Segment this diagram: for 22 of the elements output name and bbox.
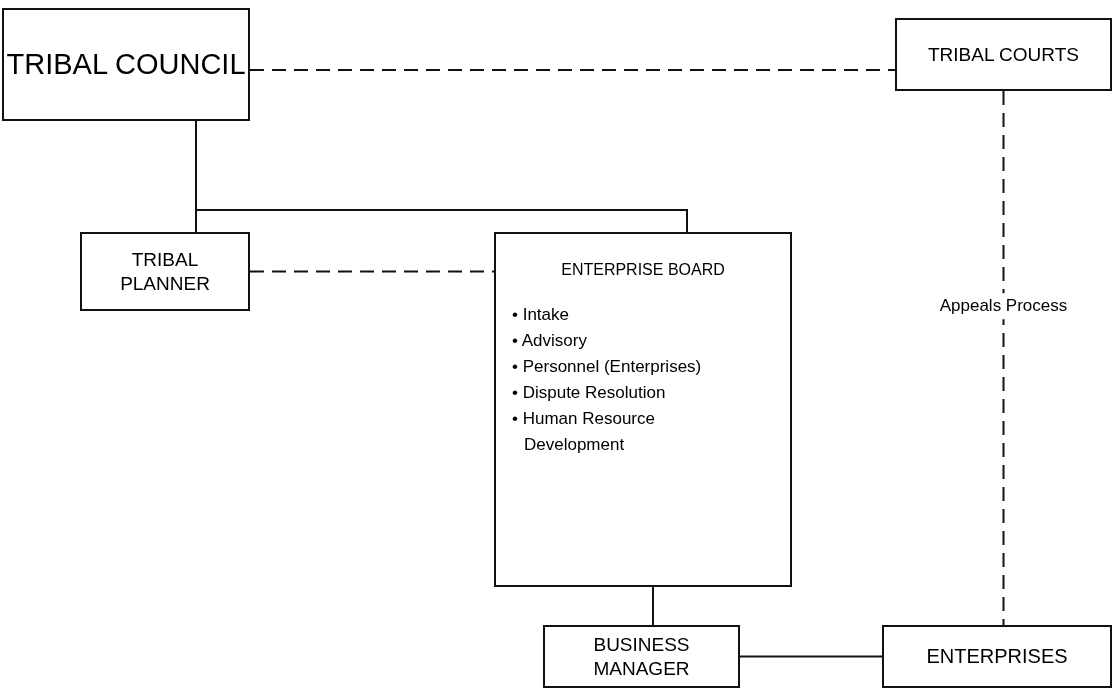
connector-line (249, 69, 896, 71)
connector-line (739, 655, 883, 658)
list-item: • Advisory (511, 330, 588, 352)
org-box (494, 232, 792, 587)
org-box (80, 232, 250, 311)
box-title: BUSINESS MANAGER (592, 632, 691, 681)
connector-line (1002, 90, 1005, 626)
list-item: • Intake (511, 304, 570, 326)
org-box (895, 18, 1112, 91)
org-box (2, 8, 250, 121)
box-title: ENTERPRISES (926, 644, 1068, 669)
box-heading: ENTERPRISE BOARD (561, 260, 725, 280)
box-title: TRIBAL COURTS (928, 42, 1079, 67)
box-title: TRIBAL PLANNER (119, 247, 211, 296)
connector-line (249, 270, 495, 273)
connector-line (652, 586, 654, 626)
box-title: TRIBAL COUNCIL (6, 47, 246, 83)
org-box (882, 625, 1112, 688)
list-item: • Human Resource Development (511, 408, 656, 456)
list-item: • Dispute Resolution (511, 382, 667, 404)
org-box (543, 625, 740, 688)
list-item: • Personnel (Enterprises) (511, 356, 703, 378)
